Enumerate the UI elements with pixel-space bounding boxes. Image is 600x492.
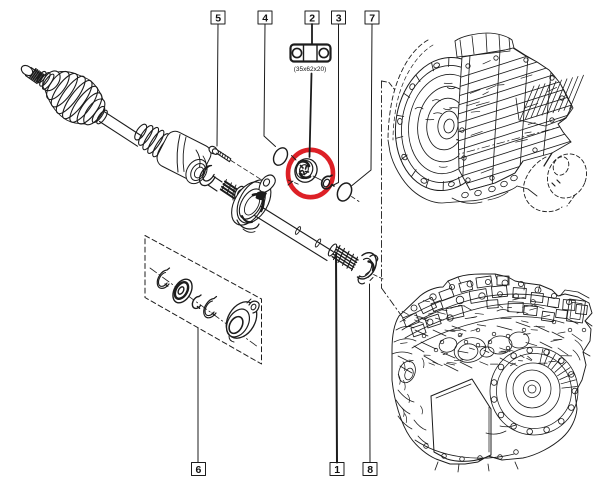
svg-text:5: 5 bbox=[215, 13, 221, 25]
svg-text:8: 8 bbox=[367, 464, 373, 476]
svg-text:6: 6 bbox=[195, 464, 201, 476]
svg-text:4: 4 bbox=[262, 13, 268, 25]
svg-text:7: 7 bbox=[369, 13, 375, 25]
svg-text:3: 3 bbox=[336, 13, 342, 25]
svg-text:2: 2 bbox=[309, 13, 315, 25]
svg-text:1: 1 bbox=[334, 464, 340, 476]
svg-text:(35x62x20): (35x62x20) bbox=[294, 66, 327, 73]
